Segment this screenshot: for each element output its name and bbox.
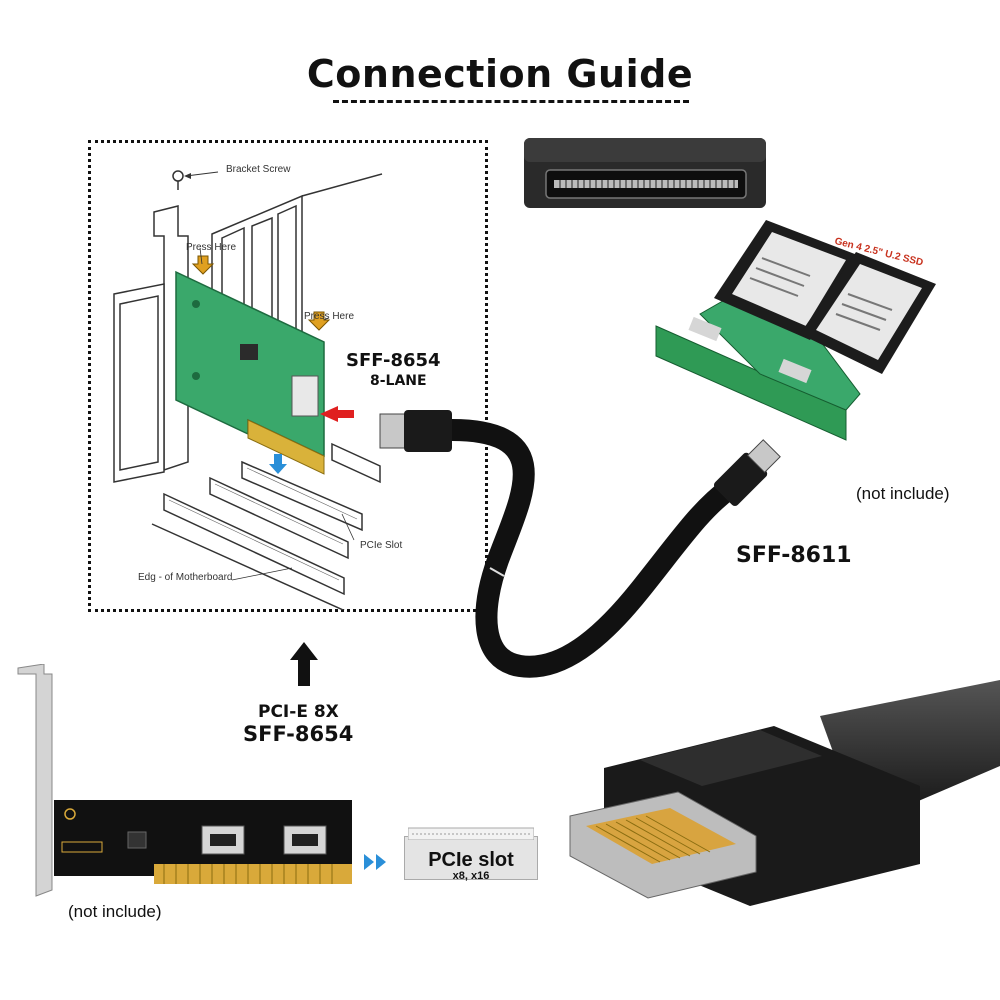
sff-8654-plug xyxy=(379,410,452,452)
label-8-lane: 8-LANE xyxy=(370,373,427,389)
card-gold-fingers xyxy=(247,419,325,475)
label-sff-8654-bottom: SFF-8654 xyxy=(243,722,354,746)
sff-8611-connector-closeup xyxy=(569,680,1000,906)
page-title: Connection Guide xyxy=(306,52,694,96)
adapter-port-1 xyxy=(201,825,245,855)
up-arrow-icon xyxy=(290,642,318,686)
label-sff-8611: SFF-8611 xyxy=(736,543,852,568)
red-insert-arrow xyxy=(320,406,354,422)
card-bracket xyxy=(153,205,189,472)
adapter-gold-fingers xyxy=(154,864,352,884)
pcie-slot-pins xyxy=(408,827,534,840)
label-not-include-ssd: (not include) xyxy=(856,484,950,503)
blue-insert-arrow xyxy=(269,454,287,474)
label-sff-8654-top: SFF-8654 xyxy=(346,350,441,371)
label-pci-e-8x: PCI-E 8X xyxy=(258,702,339,722)
adapter-port-2 xyxy=(283,825,327,855)
pcie-slot-badge: PCIe slot x8, x16 xyxy=(404,836,538,882)
sff-8611-port-closeup xyxy=(524,138,766,208)
bracket-screw-icon xyxy=(172,170,219,190)
adapter-card-photo xyxy=(17,664,352,897)
card-chip xyxy=(240,344,258,360)
double-arrow-icon xyxy=(364,854,386,870)
pcie-slot-title: PCIe slot xyxy=(428,849,514,871)
press-here-arrow-1 xyxy=(191,255,215,275)
label-not-include-card: (not include) xyxy=(68,902,162,921)
callout-press-here-2: Press Here xyxy=(304,311,355,322)
installation-diagram-frame xyxy=(88,140,488,612)
press-here-arrow-2 xyxy=(307,311,331,331)
u2-ssd-illustration xyxy=(655,220,936,441)
callout-edge-of-motherboard: Edg - of Motherboard xyxy=(138,572,233,583)
callout-press-here-1: Press Here xyxy=(186,242,237,253)
card-port xyxy=(291,375,319,417)
callout-pcie-slot: PCIe Slot xyxy=(360,540,403,551)
title-underline xyxy=(333,100,689,103)
sff-8611-plug xyxy=(713,439,781,507)
installation-drawing xyxy=(113,170,383,610)
slot-pins xyxy=(168,467,358,581)
ssd-2 xyxy=(800,252,936,374)
callout-bracket-screw: Bracket Screw xyxy=(226,164,291,175)
adapter-bracket xyxy=(17,664,53,897)
pcie-slot-sub: x8, x16 xyxy=(452,870,490,882)
